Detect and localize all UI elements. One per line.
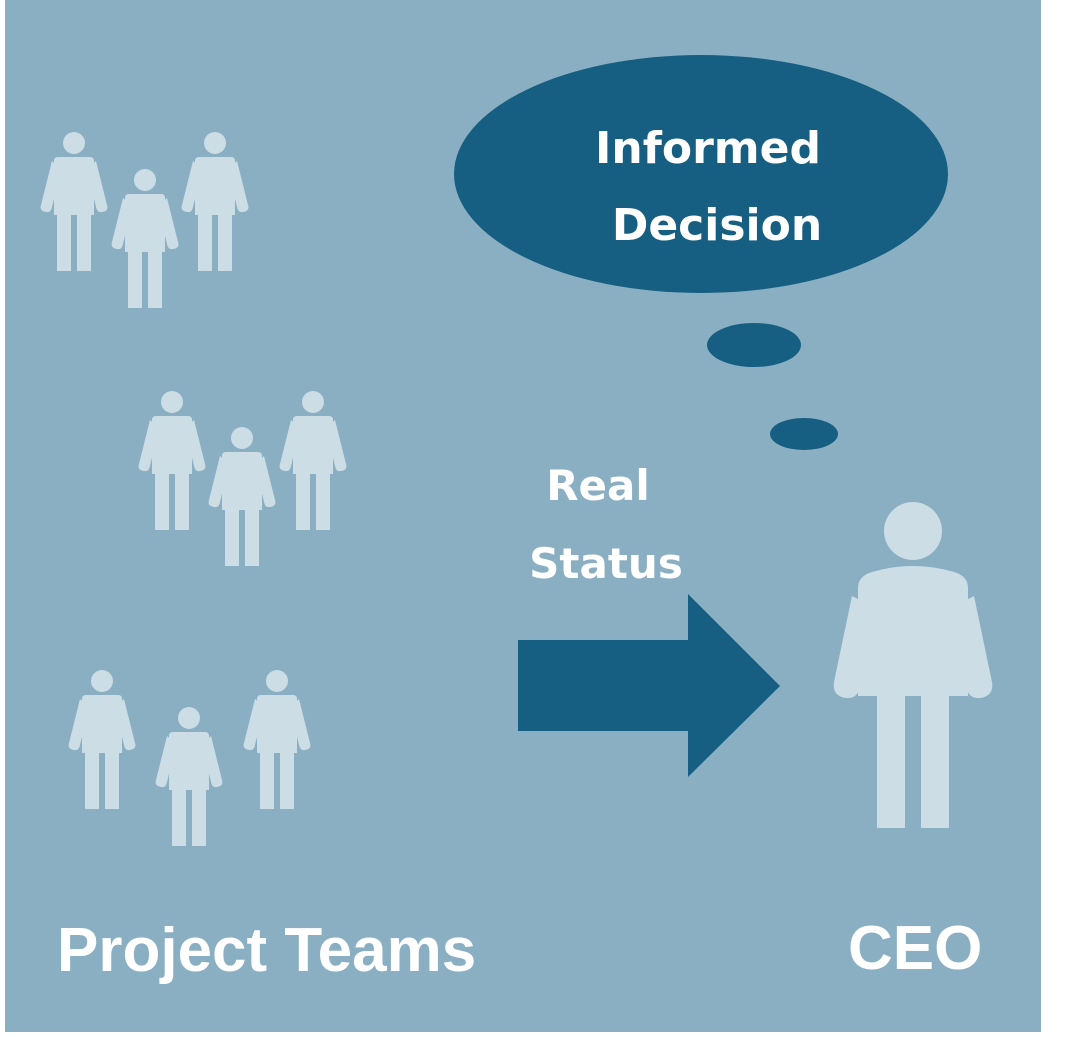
thought-bubble-icon (454, 55, 948, 293)
thought-bubble-line1: Informed (595, 123, 821, 174)
arrow-label-line2: Status (529, 539, 683, 588)
project-teams-label: Project Teams (57, 916, 476, 985)
ceo-label: CEO (848, 914, 982, 983)
thought-dot-large (707, 323, 801, 367)
arrow-label-line1: Real (546, 461, 650, 510)
thought-bubble-line2: Decision (612, 200, 822, 251)
ceo-person-icon (833, 502, 993, 828)
thought-bubble: Informed Decision (454, 55, 948, 450)
status-arrow: Real Status (518, 461, 780, 777)
thought-dot-small (770, 418, 838, 450)
arrow-right-icon (518, 594, 780, 777)
